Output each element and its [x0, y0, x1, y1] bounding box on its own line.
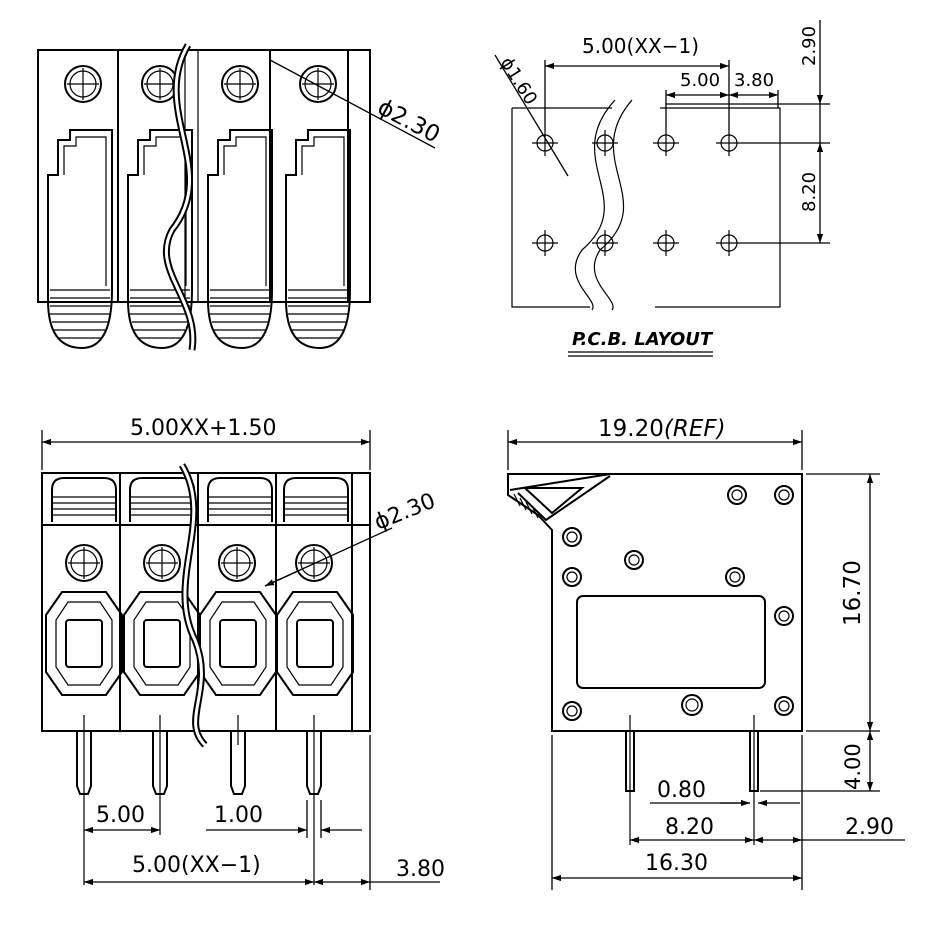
width-label: 5.00XX+1.50 — [130, 416, 277, 441]
offset-side-label: 2.90 — [845, 815, 894, 840]
pin — [749, 715, 759, 845]
lever — [47, 129, 113, 350]
pcb-hole-icon — [592, 130, 618, 156]
pcb-hole-icon — [653, 230, 679, 256]
screw-hole-icon — [143, 544, 181, 582]
wire-entry — [199, 591, 277, 696]
lever-top — [51, 477, 117, 522]
pin — [306, 715, 322, 885]
base-width-label: 16.30 — [645, 851, 708, 876]
wire-entry — [45, 591, 123, 696]
lever-top — [207, 477, 273, 522]
side-hole-icon — [681, 694, 703, 716]
side-hole-icon — [774, 606, 794, 626]
screw-hole-icon — [299, 65, 337, 103]
pin — [152, 715, 168, 835]
pcb-hole-icon — [532, 230, 558, 256]
side-hole-icon — [562, 527, 582, 547]
lever — [285, 129, 351, 350]
break-line — [164, 44, 195, 351]
pitch-label: 5.00 — [680, 70, 720, 91]
lever-top — [129, 477, 195, 522]
triangle-icon — [522, 487, 585, 515]
hole-label: ϕ1.60 — [496, 54, 541, 109]
label-window — [576, 595, 766, 689]
front-diameter-label: ϕ2.30 — [371, 489, 439, 536]
side-hole-icon — [727, 485, 747, 505]
lever — [127, 129, 193, 350]
front-view: 5.00XX+1.50 ϕ2.30 5.00 1.00 5.00(XX−1) 3… — [41, 416, 445, 890]
pcb-layout-view: 5.00(XX−1) 5.00 3.80 2.90 8.20 ϕ1.60 P.C… — [494, 20, 830, 357]
break-line — [593, 99, 633, 311]
break-line — [180, 464, 207, 747]
pcb-hole-icon — [592, 230, 618, 256]
pcb-hole-icon — [653, 130, 679, 156]
pcb-hole-icon — [716, 230, 742, 256]
diameter-label: ϕ2.30 — [373, 94, 444, 148]
pin — [625, 715, 635, 845]
break-line — [574, 99, 616, 311]
pitch-total-label: 5.00(XX−1) — [582, 34, 699, 58]
ref-suffix: (REF) — [664, 416, 726, 442]
height-label: 16.70 — [840, 560, 866, 626]
front-pitch-label: 5.00 — [96, 803, 145, 828]
row-spacing-side-label: 8.20 — [665, 815, 714, 840]
wire-entry — [123, 591, 201, 696]
screw-hole-icon — [141, 65, 179, 103]
pin — [76, 715, 92, 885]
pin-width-side-label: 0.80 — [657, 778, 706, 803]
ref-label: 19.20(REF) — [598, 416, 726, 442]
pcb-layout-title: P.C.B. LAYOUT — [572, 329, 714, 350]
side-view: 19.20(REF) 16.70 4.00 0.80 8.20 2.90 16.… — [507, 416, 905, 890]
pin-width-label: 1.00 — [214, 803, 263, 828]
offset-label: 3.80 — [734, 70, 774, 91]
top-view: ϕ2.30 — [37, 43, 444, 351]
side-hole-icon — [774, 485, 794, 505]
row-spacing-label: 8.20 — [799, 172, 820, 212]
screw-hole-icon — [218, 544, 256, 582]
pin-height-label: 4.00 — [841, 743, 865, 790]
lever — [207, 129, 273, 350]
leader-line — [269, 59, 436, 149]
wire-entry — [276, 591, 354, 696]
side-hole-icon — [624, 550, 644, 570]
screw-hole-icon — [64, 65, 102, 103]
side-hole-icon — [725, 567, 745, 587]
front-offset-label: 3.80 — [396, 857, 445, 882]
lever-top — [283, 477, 349, 522]
side-hole-icon — [774, 696, 794, 716]
screw-hole-icon — [65, 544, 103, 582]
side-hole-icon — [562, 567, 582, 587]
screw-hole-icon — [221, 65, 259, 103]
front-pitch-total-label: 5.00(XX−1) — [132, 853, 261, 878]
pcb-hole-icon — [532, 130, 558, 156]
leader-line — [494, 54, 569, 177]
pcb-hole-icon — [716, 130, 742, 156]
side-hole-icon — [562, 701, 582, 721]
top-offset-label: 2.90 — [799, 26, 820, 66]
pin — [230, 715, 246, 795]
